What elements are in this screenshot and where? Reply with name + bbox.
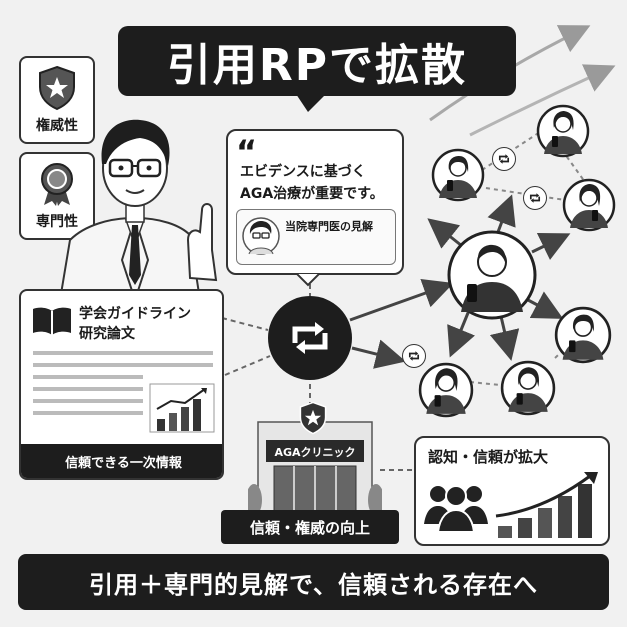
small-repost-badge-1 xyxy=(492,147,516,171)
document-footer: 信頼できる一次情報 xyxy=(21,444,222,478)
quote-card-tail xyxy=(296,273,320,287)
clinic-building xyxy=(248,421,382,516)
clinic-caption: 信頼・権威の向上 xyxy=(249,518,370,537)
quote-mark-icon: “ xyxy=(236,133,258,171)
awareness-card: 認知・信頼が拡大 xyxy=(414,436,610,546)
expert-card: 当院専門医の見解 xyxy=(236,209,396,265)
user-avatar-top-left xyxy=(431,148,485,202)
central-user-avatar xyxy=(447,230,537,320)
title-banner: 引用RPで拡散 xyxy=(118,26,516,96)
user-avatar-bottom xyxy=(500,360,556,416)
repost-icon xyxy=(529,193,541,203)
group-people-icon xyxy=(424,485,488,532)
authority-label: 権威性 xyxy=(36,118,78,134)
medal-icon xyxy=(41,163,73,206)
repost-icon xyxy=(498,154,510,164)
central-repost-node xyxy=(268,296,352,380)
repost-icon xyxy=(292,322,328,354)
clinic-sign: AGAクリニック xyxy=(274,446,356,459)
expertise-label: 専門性 xyxy=(36,214,78,230)
doctor-illustration xyxy=(58,119,218,300)
document-card: 学会ガイドライン 研究論文 信頼できる一次情報 xyxy=(19,289,224,480)
user-avatar-lower-right xyxy=(554,306,612,364)
shield-star-icon xyxy=(299,401,327,435)
user-avatar-right xyxy=(562,178,616,232)
small-repost-badge-2 xyxy=(523,186,547,210)
growth-chart-icon xyxy=(495,472,598,538)
title-bubble-tail xyxy=(296,94,326,112)
doctor-avatar xyxy=(242,217,280,255)
awareness-title: 認知・信頼が拡大 xyxy=(428,448,549,466)
page-title: 引用RPで拡散 xyxy=(166,40,468,91)
document-title-line-1: 学会ガイドライン xyxy=(79,306,191,322)
shield-star-icon xyxy=(39,65,75,111)
quote-text-line-2: AGA治療が重要です。 xyxy=(240,186,384,202)
bar-chart-icon xyxy=(149,383,215,433)
bottom-banner-text: 引用＋専門的見解で、信頼される存在へ xyxy=(88,570,539,599)
quote-card: “ エビデンスに基づく AGA治療が重要です。 当院専門医の見解 xyxy=(226,129,404,275)
expertise-badge: 専門性 xyxy=(19,152,95,240)
quote-text-line-1: エビデンスに基づく xyxy=(240,164,366,180)
user-avatar-top xyxy=(536,104,590,158)
document-title-line-2: 研究論文 xyxy=(79,326,135,342)
document-footer-label: 信頼できる一次情報 xyxy=(65,455,182,471)
open-book-icon xyxy=(33,307,71,335)
clinic-caption-box: 信頼・権威の向上 xyxy=(221,510,399,544)
user-avatar-bottom-left xyxy=(418,362,474,418)
expert-label: 当院専門医の見解 xyxy=(285,220,373,233)
repost-icon xyxy=(408,351,420,361)
authority-badge: 権威性 xyxy=(19,56,95,144)
document-text-placeholder xyxy=(33,351,213,423)
bottom-banner: 引用＋専門的見解で、信頼される存在へ xyxy=(18,554,609,610)
small-repost-badge-3 xyxy=(402,344,426,368)
